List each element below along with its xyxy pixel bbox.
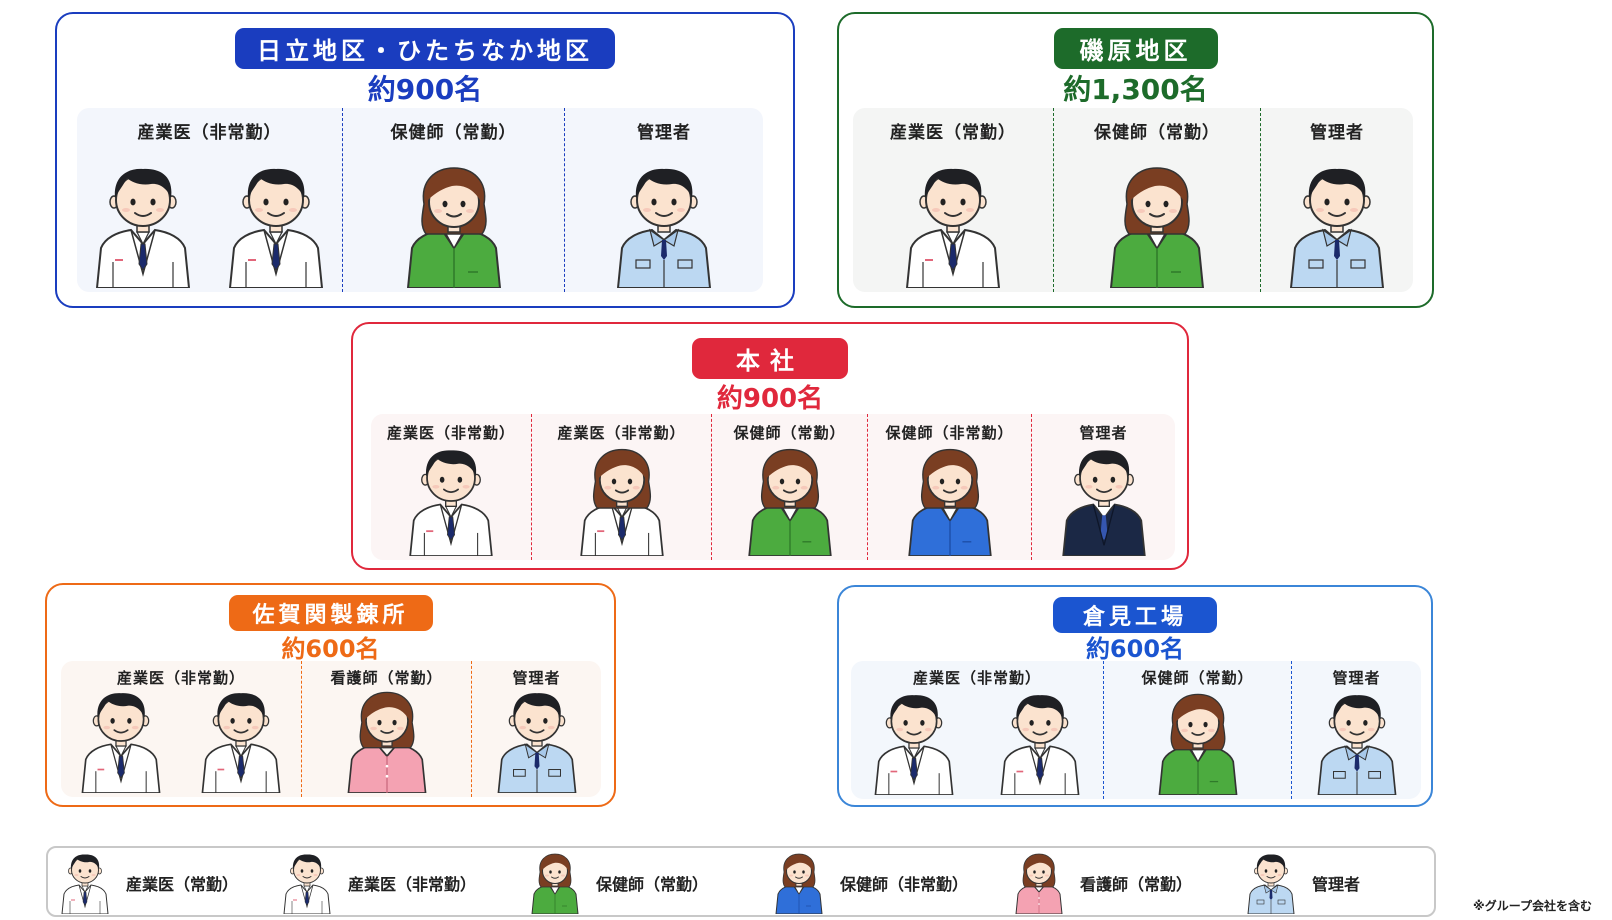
staff-group-phn-full: 保健師（常勤） bbox=[711, 414, 867, 560]
legend-label: 看護師（常勤） bbox=[1080, 875, 1193, 894]
manager-icon bbox=[1287, 164, 1387, 288]
legend-item-phn-full: 保健師（常勤） bbox=[528, 852, 708, 914]
staff-group-manager: 管理者 bbox=[1291, 661, 1421, 799]
site-saganoseki: 佐賀関製錬所 約600名 産業医（非常勤） 看護師（常勤） 管理者 bbox=[45, 583, 616, 807]
public-health-nurse-part-icon bbox=[772, 852, 826, 914]
site-hitachi: 日立地区・ひたちなか地区 約900名 産業医（非常勤） 保健師（常勤） 管理者 bbox=[55, 12, 795, 308]
group-label: 管理者 bbox=[1310, 123, 1364, 143]
group-label: 保健師（常勤） bbox=[733, 424, 846, 442]
group-label: 産業医（非常勤） bbox=[386, 424, 515, 442]
group-label: 看護師（常勤） bbox=[330, 669, 443, 687]
staff-group-phn-part: 保健師（非常勤） bbox=[867, 414, 1031, 560]
public-health-nurse-part-icon bbox=[905, 446, 995, 556]
site-count: 約900名 bbox=[716, 384, 824, 414]
doctor-icon bbox=[406, 446, 496, 556]
staff-panel: 産業医（非常勤） 看護師（常勤） 管理者 bbox=[61, 661, 601, 797]
staff-panel: 産業医（非常勤） 保健師（常勤） 管理者 bbox=[851, 661, 1421, 799]
site-title: 本社 bbox=[692, 338, 848, 379]
staff-group-nurse-full: 看護師（常勤） bbox=[301, 661, 471, 797]
staff-group-phn-full: 保健師（常勤） bbox=[342, 108, 564, 292]
group-label: 産業医（非常勤） bbox=[116, 669, 245, 687]
executive-icon bbox=[1059, 446, 1149, 556]
doctor-icon bbox=[93, 164, 193, 288]
manager-icon bbox=[1244, 852, 1298, 914]
site-count: 約900名 bbox=[367, 73, 483, 106]
staff-group-manager: 管理者 bbox=[1260, 108, 1413, 292]
group-label: 産業医（常勤） bbox=[890, 123, 1016, 143]
public-health-nurse-full-icon bbox=[1154, 691, 1242, 795]
site-title: 磯原地区 bbox=[1053, 28, 1218, 69]
legend-item-phn-part: 保健師（非常勤） bbox=[772, 852, 968, 914]
legend-label: 産業医（常勤） bbox=[126, 875, 239, 894]
nurse-icon bbox=[343, 689, 431, 793]
female-doctor-icon bbox=[577, 446, 667, 556]
legend-item-doctor-part: 産業医（非常勤） bbox=[280, 852, 476, 914]
group-label: 保健師（常勤） bbox=[390, 123, 517, 143]
legend-label: 産業医（非常勤） bbox=[348, 875, 477, 894]
legend-label: 管理者 bbox=[1312, 875, 1361, 894]
group-label: 保健師（常勤） bbox=[1141, 669, 1254, 687]
staff-group-manager: 管理者 bbox=[564, 108, 763, 292]
staff-group-doctor-part: 産業医（非常勤） bbox=[531, 414, 711, 560]
staff-group-phn-full: 保健師（常勤） bbox=[1053, 108, 1260, 292]
site-title: 倉見工場 bbox=[1052, 597, 1218, 633]
group-label: 産業医（非常勤） bbox=[557, 424, 686, 442]
group-label: 管理者 bbox=[512, 669, 561, 687]
legend-item-doctor-full: 産業医（常勤） bbox=[58, 852, 238, 914]
manager-icon bbox=[614, 164, 714, 288]
doctor-icon bbox=[226, 164, 326, 288]
doctor-icon bbox=[870, 691, 958, 795]
site-count: 約1,300名 bbox=[1063, 73, 1208, 106]
doctor-icon bbox=[197, 689, 285, 793]
group-label: 管理者 bbox=[637, 123, 691, 143]
doctor-icon bbox=[77, 689, 165, 793]
staff-group-phn-full: 保健師（常勤） bbox=[1103, 661, 1291, 799]
nurse-icon bbox=[1012, 852, 1066, 914]
doctor-icon bbox=[58, 852, 112, 914]
public-health-nurse-full-icon bbox=[528, 852, 582, 914]
site-count: 約600名 bbox=[281, 635, 380, 663]
group-label: 保健師（非常勤） bbox=[885, 424, 1014, 442]
staff-panel: 産業医（非常勤） 保健師（常勤） 管理者 bbox=[77, 108, 763, 292]
public-health-nurse-full-icon bbox=[745, 446, 835, 556]
staff-group-doctor-part: 産業医（非常勤） bbox=[371, 414, 531, 560]
legend-label: 保健師（常勤） bbox=[596, 875, 709, 894]
site-isohara: 磯原地区 約1,300名 産業医（常勤） 保健師（常勤） 管理者 bbox=[837, 12, 1434, 308]
group-label: 保健師（常勤） bbox=[1094, 123, 1220, 143]
site-honsha: 本社 約900名 産業医（非常勤） 産業医（非常勤） 保健師（常勤） 保健師（非… bbox=[351, 322, 1189, 570]
legend: 産業医（常勤） 産業医（非常勤） 保健師（常勤） 保健師（非常勤） 看護師（常勤… bbox=[46, 846, 1436, 917]
manager-icon bbox=[493, 689, 581, 793]
site-title: 佐賀関製錬所 bbox=[228, 595, 433, 631]
doctor-icon bbox=[996, 691, 1084, 795]
site-count: 約600名 bbox=[1085, 635, 1185, 663]
footnote: ※グループ会社を含む bbox=[1473, 899, 1592, 913]
group-label: 産業医（非常勤） bbox=[137, 123, 282, 143]
staff-group-doctor-part: 産業医（非常勤） bbox=[77, 108, 342, 292]
public-health-nurse-full-icon bbox=[1107, 164, 1207, 288]
staff-group-doctor-full: 産業医（常勤） bbox=[853, 108, 1053, 292]
legend-item-manager: 管理者 bbox=[1244, 852, 1360, 914]
staff-group-doctor-part: 産業医（非常勤） bbox=[851, 661, 1103, 799]
site-kurami: 倉見工場 約600名 産業医（非常勤） 保健師（常勤） 管理者 bbox=[837, 585, 1433, 807]
doctor-icon bbox=[903, 164, 1003, 288]
group-label: 管理者 bbox=[1332, 669, 1381, 687]
doctor-icon bbox=[280, 852, 334, 914]
staff-group-manager: 管理者 bbox=[471, 661, 601, 797]
group-label: 産業医（非常勤） bbox=[912, 669, 1041, 687]
staff-group-doctor-part: 産業医（非常勤） bbox=[61, 661, 301, 797]
staff-group-manager: 管理者 bbox=[1031, 414, 1175, 560]
legend-item-nurse-full: 看護師（常勤） bbox=[1012, 852, 1192, 914]
public-health-nurse-full-icon bbox=[404, 164, 504, 288]
staff-panel: 産業医（非常勤） 産業医（非常勤） 保健師（常勤） 保健師（非常勤） 管理者 bbox=[371, 414, 1175, 560]
site-title: 日立地区・ひたちなか地区 bbox=[235, 28, 615, 69]
legend-label: 保健師（非常勤） bbox=[840, 875, 969, 894]
manager-icon bbox=[1313, 691, 1401, 795]
staff-panel: 産業医（常勤） 保健師（常勤） 管理者 bbox=[853, 108, 1413, 292]
group-label: 管理者 bbox=[1079, 424, 1128, 442]
